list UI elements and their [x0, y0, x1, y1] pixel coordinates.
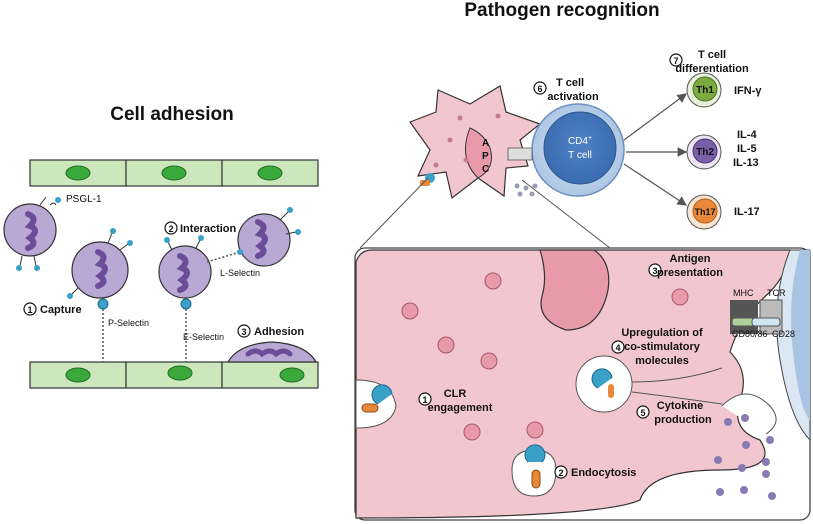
svg-text:6: 6 — [537, 84, 542, 94]
bottom-endothelium — [29, 361, 319, 389]
arrow-th17 — [623, 163, 688, 206]
l-selectin-label: L-Selectin — [220, 268, 260, 278]
endocytosis-label: Endocytosis — [571, 467, 636, 479]
differentiation-label-1: T cell — [698, 49, 726, 61]
zoom-line-left — [359, 177, 429, 249]
tcell-label: T cell — [568, 150, 592, 161]
th2-cell: Th2 — [686, 134, 722, 170]
th2-cytokine-label-1: IL-4 — [737, 129, 757, 141]
th2-cytokine-label-3: IL-13 — [733, 157, 759, 169]
svg-text:1: 1 — [422, 395, 427, 405]
apc-cell: A P C — [409, 85, 542, 200]
upreg-label-1: Upregulation of — [621, 327, 703, 339]
cyto-label-1: Cytokine — [657, 400, 703, 412]
leukocyte-capture — [67, 228, 133, 362]
svg-text:4: 4 — [615, 343, 620, 353]
pathogen-recognition-title: Pathogen recognition — [464, 0, 659, 21]
apc-detail-box — [354, 247, 811, 521]
svg-text:5: 5 — [640, 408, 645, 418]
svg-text:Th17: Th17 — [694, 207, 715, 217]
mhc-label: MHC — [733, 288, 754, 298]
adhesion-cell — [226, 341, 318, 363]
activation-label-2: activation — [547, 91, 599, 103]
clr-label-2: engagement — [428, 402, 493, 414]
e-selectin-label: E-Selectin — [183, 332, 224, 342]
upreg-label-3: molecules — [635, 355, 689, 367]
cd80-label: CD80/86 — [732, 329, 768, 339]
upregulation-step: 4 Upregulation of co-stimulatory molecul… — [611, 327, 703, 367]
cyto-label-2: production — [654, 414, 712, 426]
zoom-line-right — [521, 179, 611, 249]
th2-cytokine-label-2: IL-5 — [737, 143, 757, 155]
th17-cell: Th17 — [686, 194, 722, 230]
capture-label: Capture — [40, 304, 82, 316]
svg-text:7: 7 — [673, 56, 678, 66]
leukocyte-free — [3, 196, 61, 271]
extracellular-cytokines — [714, 414, 776, 500]
activation-label-1: T cell — [556, 77, 584, 89]
svg-text:Th2: Th2 — [696, 147, 714, 158]
svg-text:2: 2 — [168, 224, 173, 234]
apc-letter-p: P — [482, 151, 489, 162]
adhesion-step: 3 Adhesion — [237, 324, 304, 338]
antigen-step: 3 Antigen presentation — [648, 253, 723, 279]
antigen-label-1: Antigen — [670, 253, 711, 265]
adhesion-label: Adhesion — [254, 326, 304, 338]
svg-text:3: 3 — [241, 327, 246, 337]
leukocyte-interaction — [158, 207, 301, 362]
cd28-label: CD28 — [772, 329, 795, 339]
svg-text:Th1: Th1 — [696, 85, 714, 96]
th17-cytokine-label: IL-17 — [734, 206, 760, 218]
apc-letter-a: A — [482, 138, 489, 149]
cytokine-step: 5 Cytokine production — [636, 400, 712, 426]
svg-text:1: 1 — [27, 305, 32, 315]
th1-cytokine-label: IFN-γ — [734, 85, 762, 97]
cell-adhesion-title: Cell adhesion — [110, 104, 234, 125]
cell-adhesion-panel: Cell adhesion PSGL-1 — [3, 104, 319, 389]
pathogen-recognition-panel: Pathogen recognition A P C CD4+ T cell — [354, 0, 811, 521]
arrow-th1 — [623, 93, 687, 141]
apc-letter-c: C — [482, 164, 489, 175]
svg-text:3: 3 — [652, 266, 657, 276]
p-selectin-label: P-Selectin — [108, 318, 149, 328]
activation-step: 6 T cell activation — [533, 77, 599, 103]
cd4-label: CD4+ — [568, 135, 592, 147]
top-endothelium — [29, 159, 319, 187]
endocytosis-step: 2 Endocytosis — [554, 465, 636, 479]
capture-step: 1 Capture — [23, 302, 82, 316]
interaction-step: 2 Interaction — [164, 221, 237, 235]
clr-step: 1 CLR engagement — [418, 388, 493, 414]
differentiation-label-2: differentiation — [675, 63, 749, 75]
th1-cell: Th1 — [686, 72, 722, 108]
svg-text:2: 2 — [558, 468, 563, 478]
interaction-label: Interaction — [180, 223, 237, 235]
cd4-t-cell: CD4+ T cell — [507, 103, 625, 197]
differentiation-step: 7 T cell differentiation — [669, 49, 749, 75]
clr-label-1: CLR — [444, 388, 467, 400]
secreted-cytokines-apc — [514, 183, 538, 197]
upreg-label-2: co-stimulatory — [624, 341, 701, 353]
antigen-label-2: presentation — [657, 267, 723, 279]
psgl-label: PSGL-1 — [66, 194, 102, 205]
tcr-label: TCR — [767, 288, 786, 298]
